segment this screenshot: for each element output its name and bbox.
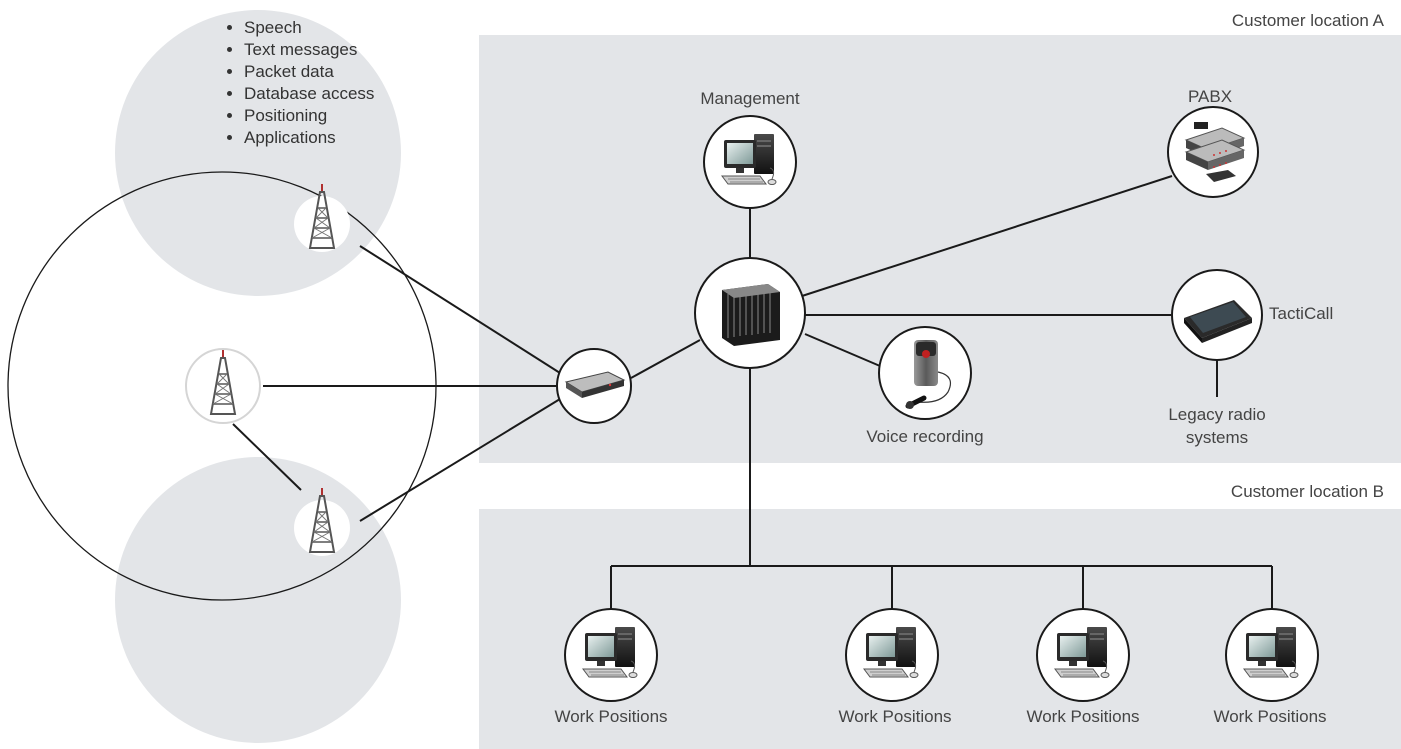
voice-recording-node <box>878 326 972 420</box>
service-item: Applications <box>244 127 374 149</box>
tacticall-node <box>1171 269 1263 361</box>
pabx-node <box>1167 106 1259 198</box>
work-position-node-3 <box>1036 608 1130 702</box>
management-label: Management <box>700 89 800 108</box>
work-positions-label-3: Work Positions <box>1026 707 1140 726</box>
work-positions-label-2: Work Positions <box>838 707 952 726</box>
blade-server-icon <box>722 284 780 346</box>
management-node <box>703 115 797 209</box>
tower-node-top <box>294 183 350 252</box>
services-list: Speech Text messages Packet data Databas… <box>226 17 374 149</box>
work-positions-label-1: Work Positions <box>554 707 668 726</box>
work-position-node-2 <box>845 608 939 702</box>
work-position-node-4 <box>1225 608 1319 702</box>
connection-lines <box>232 175 1273 610</box>
service-item: Positioning <box>244 105 374 127</box>
recorder-microphone-icon <box>905 340 951 409</box>
tower-node-bottom <box>294 487 350 556</box>
voice-recording-label: Voice recording <box>866 427 984 446</box>
location-b-label: Customer location B <box>1230 482 1384 501</box>
service-item: Speech <box>244 17 374 39</box>
location-a-label: Customer location A <box>1231 11 1384 30</box>
legacy-radio-label-line1: Legacy radio <box>1168 405 1266 424</box>
pabx-label: PABX <box>1187 87 1233 106</box>
central-switch-node <box>694 257 806 369</box>
tacticall-label: TactiCall <box>1269 304 1334 323</box>
tower-node-middle <box>185 348 261 424</box>
pabx-equipment-icon <box>1184 122 1246 182</box>
work-positions-label-4: Work Positions <box>1213 707 1327 726</box>
work-position-node-1 <box>564 608 658 702</box>
coverage-area-bottom <box>115 457 401 743</box>
service-item: Text messages <box>244 39 374 61</box>
service-item: Database access <box>244 83 374 105</box>
touchscreen-console-icon <box>1184 300 1252 343</box>
rack-server-icon <box>564 371 626 398</box>
legacy-radio-label-line2: systems <box>1185 428 1249 447</box>
gateway-node <box>556 348 632 424</box>
service-item: Packet data <box>244 61 374 83</box>
